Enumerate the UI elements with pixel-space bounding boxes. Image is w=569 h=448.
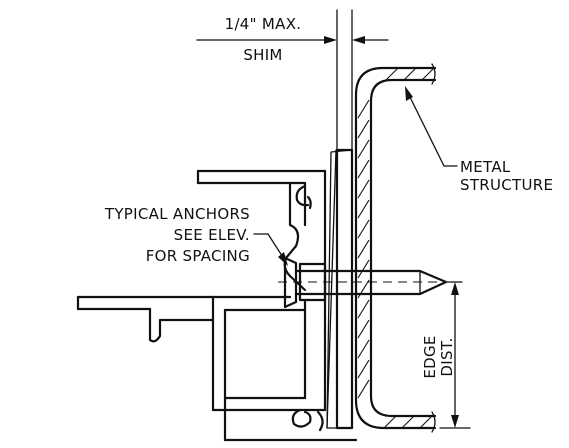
typical-anchors-leader xyxy=(253,233,288,266)
anchor-screw xyxy=(278,256,463,309)
anchors-label-line2: SEE ELEV. xyxy=(174,226,250,244)
dist-label: DIST. xyxy=(438,337,456,376)
edge-distance-dimension xyxy=(439,282,471,429)
shim-dimension xyxy=(196,9,389,151)
shim-plate xyxy=(326,148,354,430)
shim-arrow-left xyxy=(324,36,337,44)
metal-structure xyxy=(354,63,437,433)
metal-structure-leader xyxy=(405,86,458,167)
metal-label-line1: METAL xyxy=(460,158,511,176)
anchors-label-line3: FOR SPACING xyxy=(146,247,250,265)
shim-label: SHIM xyxy=(243,46,282,64)
edge-label: EDGE xyxy=(421,335,439,378)
metal-hatching xyxy=(357,67,435,429)
shim-max-label: 1/4" MAX. xyxy=(225,15,302,33)
window-frame xyxy=(76,169,358,442)
shim-arrow-right xyxy=(352,36,365,44)
metal-label-line2: STRUCTURE xyxy=(460,176,553,194)
anchors-label-line1: TYPICAL ANCHORS xyxy=(104,205,250,223)
